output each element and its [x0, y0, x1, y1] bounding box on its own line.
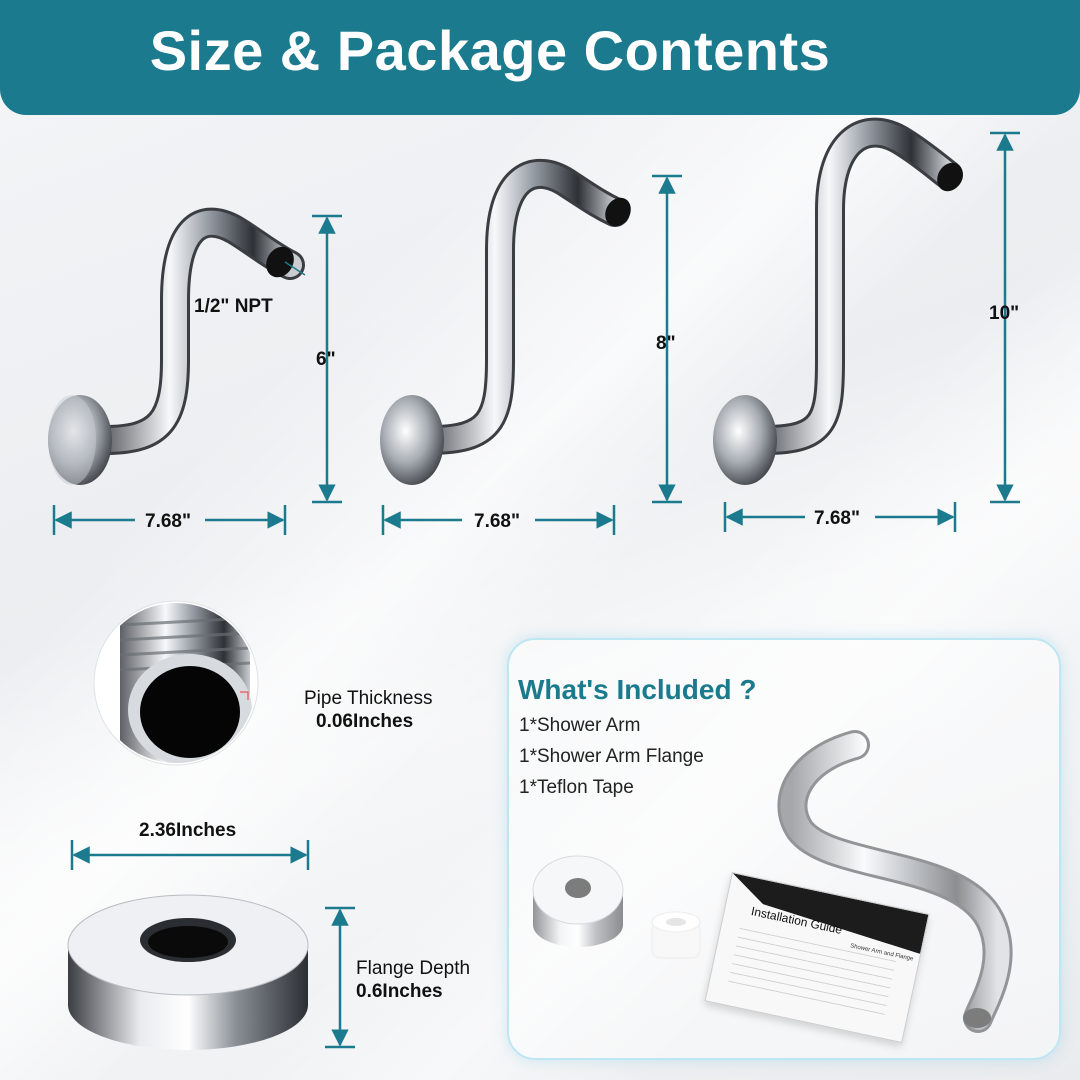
shower-arm-6in — [48, 207, 305, 485]
arm2-height-label: 8" — [656, 333, 676, 354]
flange-dimension-lines — [70, 840, 355, 1049]
thread-size-label: 1/2" NPT — [194, 296, 273, 317]
guide-text-lines — [727, 927, 897, 1020]
included-shower-arm — [777, 730, 1013, 1033]
included-item: 1*Shower Arm — [519, 715, 641, 736]
pipe-thickness-closeup — [93, 600, 259, 766]
included-teflon-tape — [651, 911, 701, 959]
arm1-height-label: 6" — [316, 349, 336, 370]
included-item: 1*Shower Arm Flange — [519, 746, 704, 767]
npt-leader — [284, 261, 306, 276]
width-dimension-lines — [52, 502, 957, 535]
included-flange — [532, 855, 624, 947]
shower-arm-10in — [713, 117, 963, 485]
arm3-width-label: 7.68" — [814, 508, 860, 529]
flange-depth-label: Flange Depth — [356, 958, 471, 979]
height-dimension-lines — [312, 131, 1020, 504]
shower-arm-8in — [380, 158, 631, 485]
flange-depth-value: 0.6Inches — [356, 981, 443, 1002]
whats-included-title: What's Included ? — [518, 674, 757, 705]
included-item: 1*Teflon Tape — [519, 777, 634, 798]
arm2-width-label: 7.68" — [474, 511, 520, 532]
arm3-height-label: 10" — [989, 303, 1020, 324]
pipe-thickness-label: Pipe Thickness — [304, 688, 433, 709]
header-banner: Size & Package Contents — [0, 0, 1080, 115]
page-title: Size & Package Contents — [149, 19, 831, 82]
flange-width-label: 2.36Inches — [139, 820, 237, 841]
arm1-width-label: 7.68" — [145, 511, 191, 532]
flange-closeup — [67, 894, 309, 1050]
pipe-thickness-value: 0.06Inches — [316, 711, 414, 732]
